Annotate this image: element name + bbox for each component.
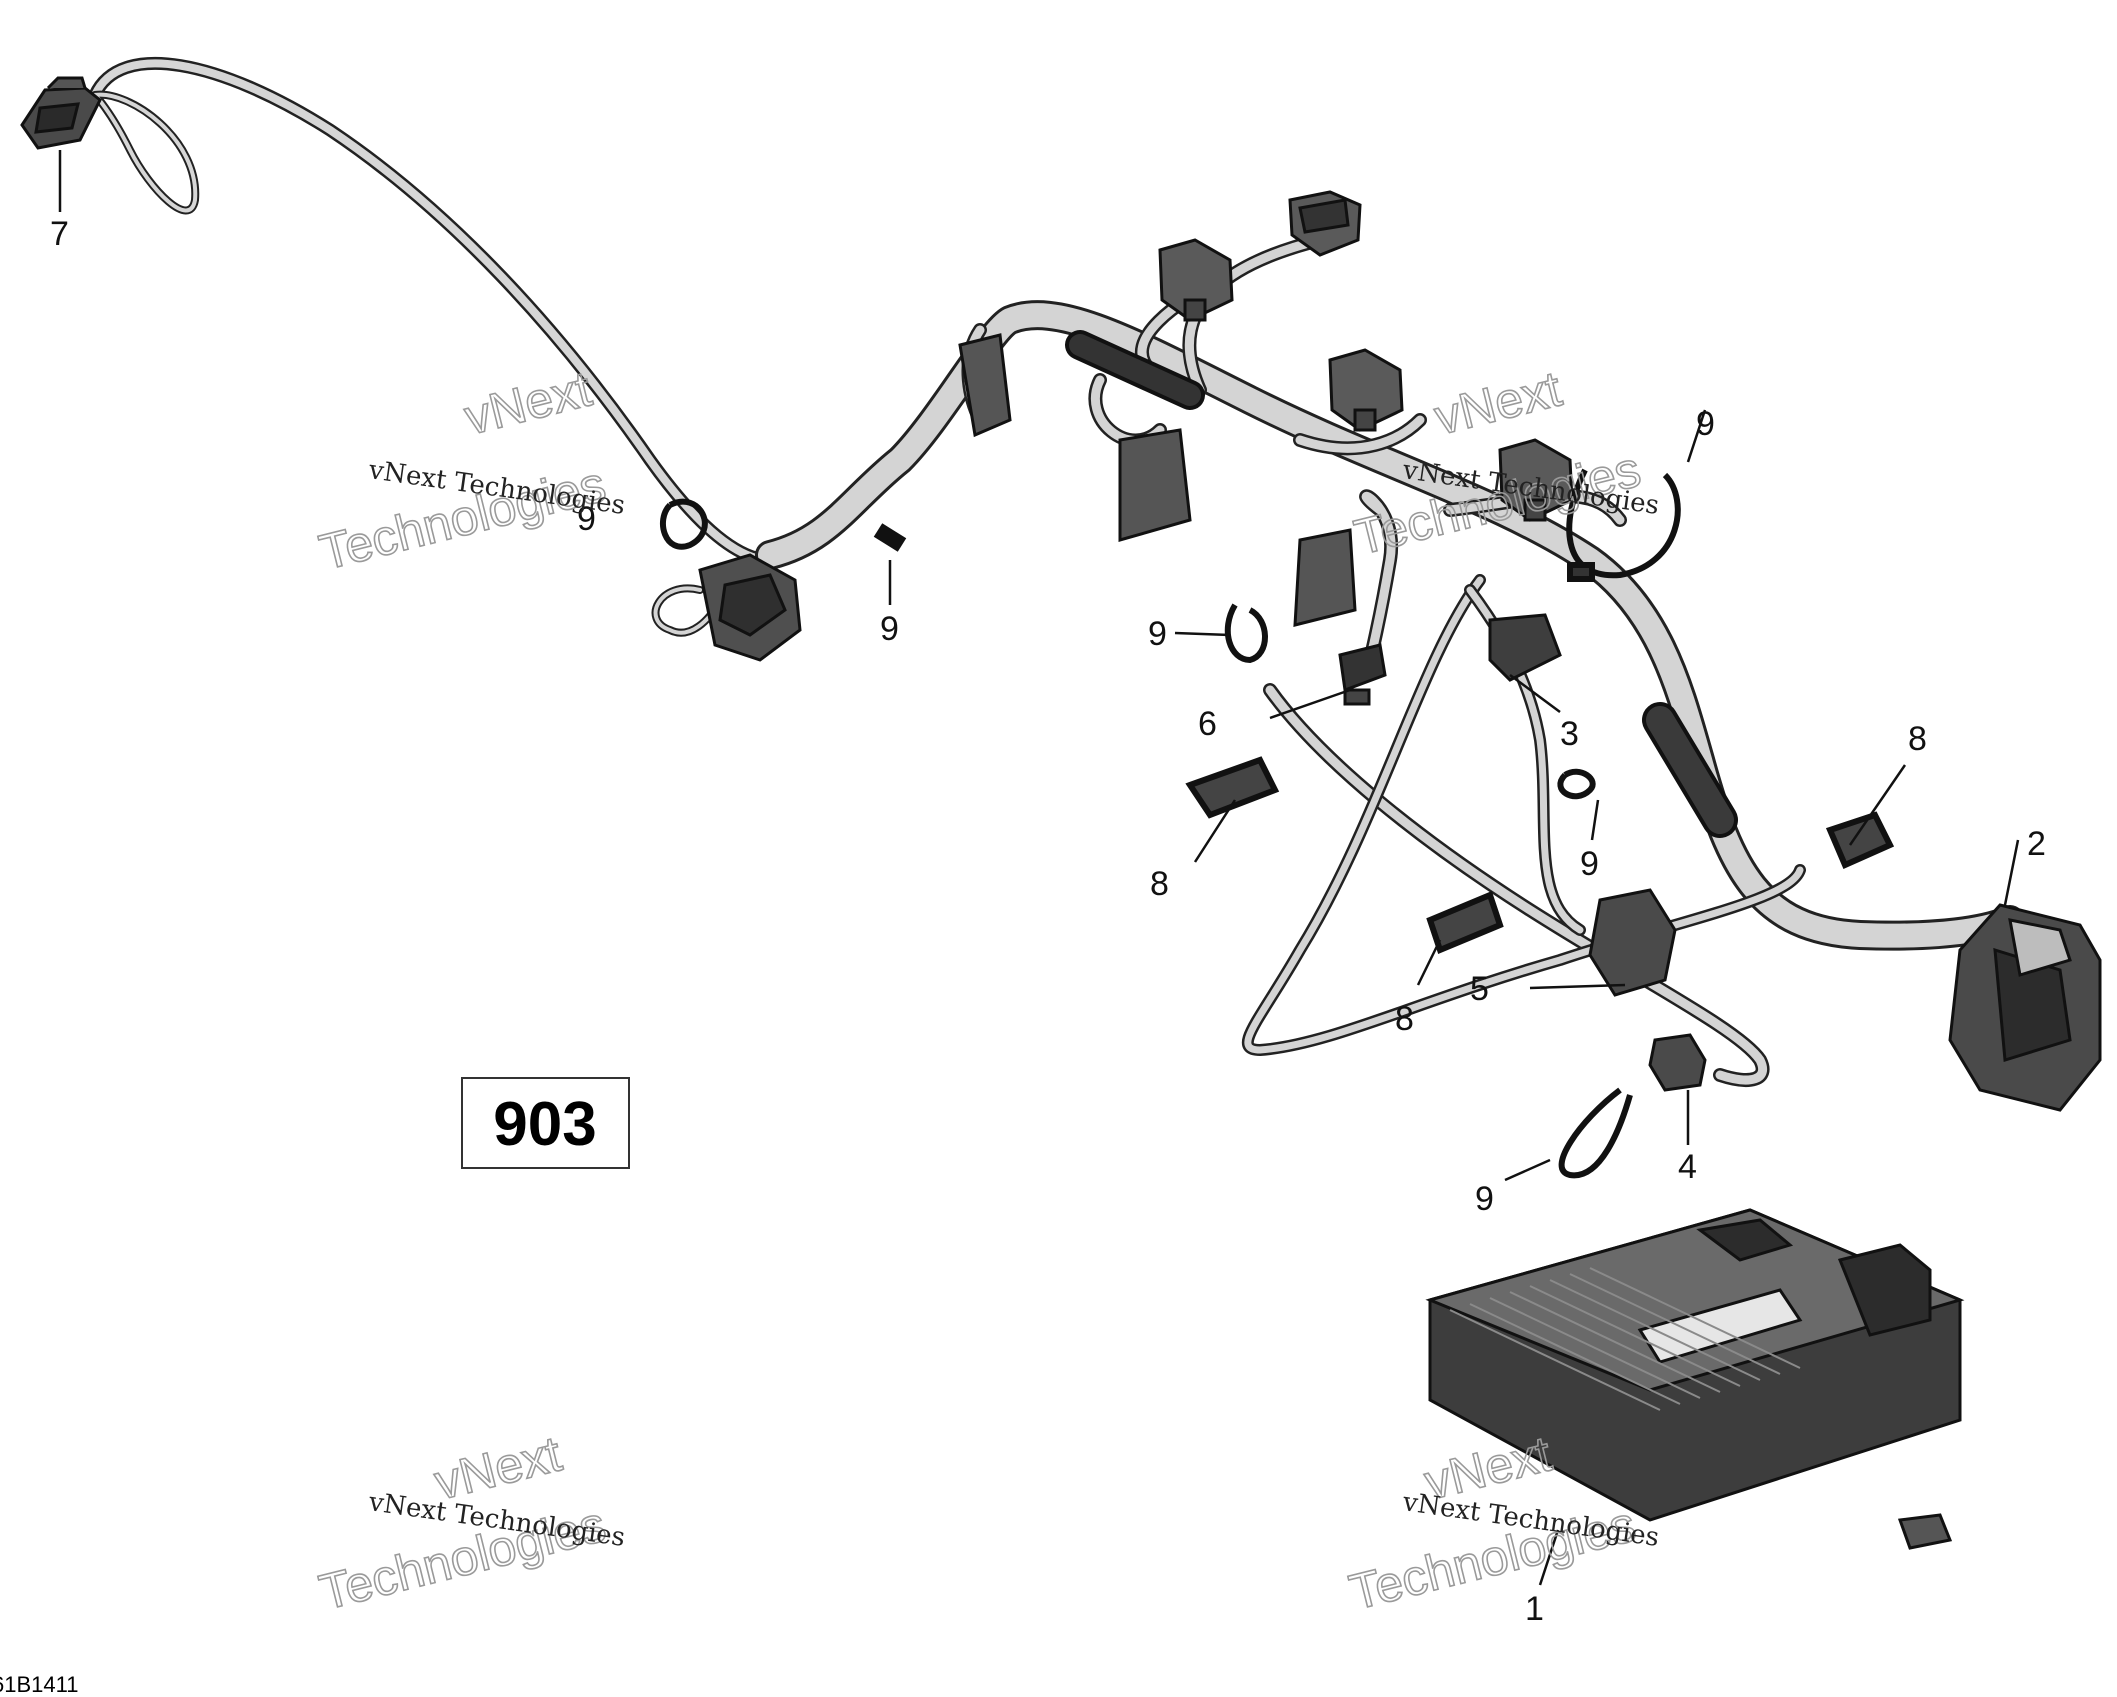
callout-1: 1	[1525, 1590, 1544, 1628]
connector-inline-1	[958, 333, 1012, 438]
connector-2	[1948, 903, 2102, 1112]
svg-text:vNext: vNext	[1429, 360, 1567, 445]
reference-box-number: 903	[493, 1090, 596, 1159]
connector-coil-2	[1288, 190, 1362, 257]
harness-sleeve	[1065, 330, 1738, 838]
clip-8-b	[1426, 890, 1504, 955]
connector-4	[1648, 1033, 1707, 1092]
reference-box: 903	[461, 1077, 630, 1169]
connector-coil-4	[1498, 438, 1574, 522]
connectors	[20, 76, 2102, 1112]
ecm-module	[1425, 1208, 1965, 1550]
callout-9: 9	[1475, 1180, 1494, 1218]
connector-inline-2	[1118, 428, 1192, 542]
connector-coil-1	[1158, 238, 1234, 322]
callout-9: 9	[880, 610, 899, 648]
callout-9: 9	[1148, 615, 1167, 653]
connector-5	[1588, 888, 1677, 997]
clip-8-c	[1825, 811, 1895, 869]
screw-9-c	[873, 523, 907, 552]
watermark-top-left: vNext Technologies vNext Technologies	[313, 360, 627, 582]
callout-9: 9	[1580, 845, 1599, 883]
connector-coil-3	[1328, 348, 1404, 432]
callout-9: 9	[577, 500, 596, 538]
callout-7: 7	[50, 215, 69, 253]
callout-9: 9	[1696, 405, 1715, 443]
connector-inline-3	[1293, 528, 1357, 627]
callout-8: 8	[1150, 865, 1169, 903]
watermark-bottom-left: vNext Technologies vNext Technologies	[313, 1425, 627, 1622]
callout-5: 5	[1470, 970, 1489, 1008]
harness-wires	[88, 56, 2025, 1087]
fasteners	[659, 468, 1895, 1179]
cable-tie-9-f	[1558, 1087, 1633, 1179]
svg-text:vNext: vNext	[459, 360, 597, 445]
cable-tie-9-e	[1557, 768, 1596, 800]
callout-labels: 7 9 9 9 9 6 3 8 9 8 2 5 8 4 9 1	[50, 215, 2046, 1628]
cable-tie-9-d	[1224, 603, 1268, 664]
connector-3	[1488, 613, 1562, 682]
callout-8: 8	[1395, 1000, 1414, 1038]
clip-8-a	[1185, 756, 1280, 819]
callout-3: 3	[1560, 715, 1579, 753]
cable-tie-9-a	[1566, 468, 1681, 582]
callout-6: 6	[1198, 705, 1217, 743]
clip-9-b	[659, 498, 708, 550]
leader-lines	[58, 150, 2020, 1586]
connector-round-left	[698, 553, 802, 662]
callout-8: 8	[1908, 720, 1927, 758]
callout-4: 4	[1678, 1148, 1697, 1186]
figure-code: 61B1411	[0, 1672, 78, 1697]
connector-6	[1338, 643, 1387, 706]
connector-7	[20, 76, 102, 150]
callout-2: 2	[2027, 825, 2046, 863]
